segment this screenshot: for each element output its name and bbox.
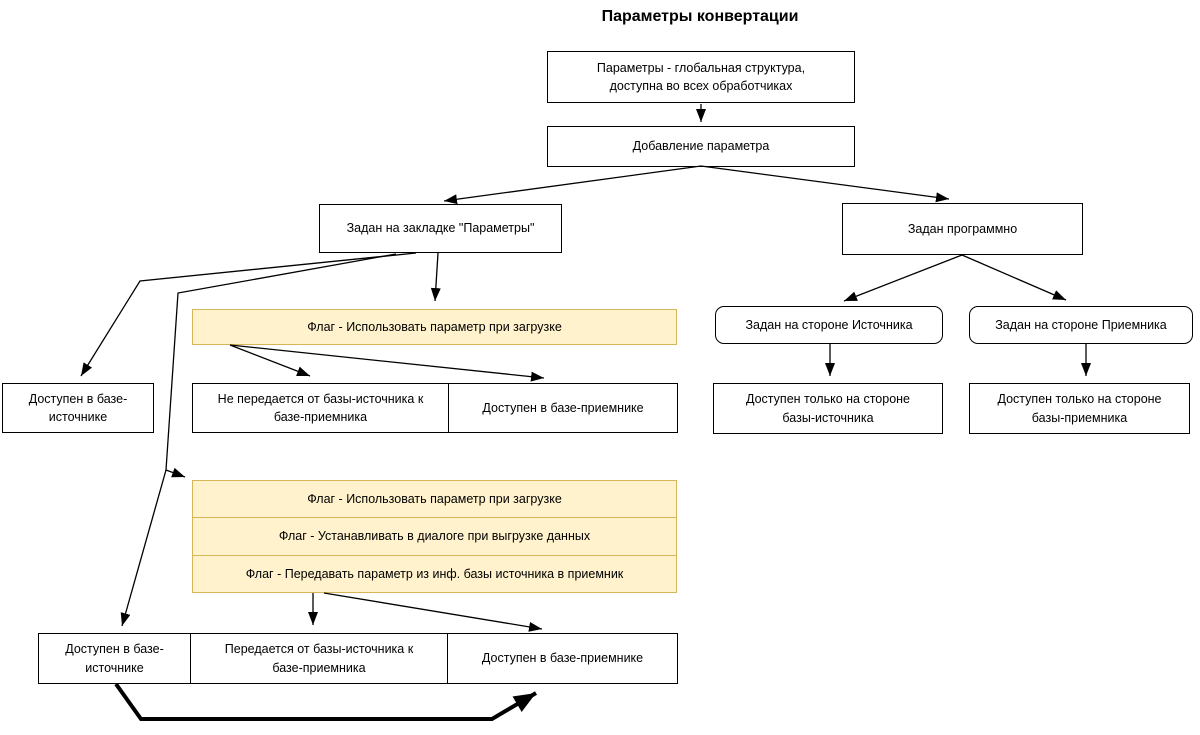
node-flag-use-on-load-2: Флаг - Использовать параметр при загрузк…	[307, 492, 562, 507]
arrow-add-to-programmatic	[700, 165, 950, 203]
node-source-side: Задан на стороне Источника	[715, 306, 943, 344]
row-not-transferred-result: Не передается от базы-источника к базе-п…	[192, 383, 678, 433]
flag-stack: Флаг - Использовать параметр при загрузк…	[192, 480, 677, 593]
node-global-structure: Параметры - глобальная структура, доступ…	[547, 51, 855, 103]
node-not-transferred: Не передается от базы-источника к базе-п…	[217, 391, 424, 424]
arrow-stack-to-available-receiver-bottom	[323, 592, 543, 632]
node-add-parameter: Добавление параметра	[547, 126, 855, 167]
node-flag-pass-parameter: Флаг - Передавать параметр из инф. базы …	[193, 554, 676, 592]
node-only-receiver: Доступен только на стороне базы-приемник…	[969, 383, 1190, 434]
node-flag-use-on-load: Флаг - Использовать параметр при загрузк…	[192, 309, 677, 345]
diagram-title: Параметры конвертации	[601, 8, 799, 25]
node-flag-set-in-dialog: Флаг - Устанавливать в диалоге при выгру…	[193, 517, 676, 554]
arrow-flag1-to-available-receiver-mid	[229, 344, 545, 382]
node-receiver-side: Задан на стороне Приемника	[969, 306, 1193, 344]
node-transferred: Передается от базы-источника к базе-прие…	[190, 634, 447, 683]
node-available-receiver-mid: Доступен в базе-приемнике	[448, 384, 677, 432]
arrow-flag1-to-not-transferred	[229, 344, 311, 377]
arrow-tab-to-flag1	[430, 252, 441, 302]
node-defined-on-tab: Задан на закладке "Параметры"	[319, 204, 562, 253]
arrow-branch-to-flag-stack	[165, 467, 186, 478]
arrow-add-to-tab	[443, 165, 702, 205]
node-available-source-mid: Доступен в базе- источнике	[2, 383, 154, 433]
node-available-source-bottom: Доступен в базе- источнике	[65, 642, 164, 675]
arrow-programmatic-to-receiver-side	[961, 254, 1067, 301]
node-available-receiver-bottom: Доступен в базе-приемнике	[447, 634, 677, 683]
node-only-source: Доступен только на стороне базы-источник…	[713, 383, 943, 434]
arrow-thick-source-to-receiver	[114, 682, 538, 721]
node-defined-programmatically: Задан программно	[842, 203, 1083, 255]
arrow-programmatic-to-source-side	[843, 254, 963, 302]
row-transfer-result: Доступен в базе- источнике Передается от…	[38, 633, 678, 684]
